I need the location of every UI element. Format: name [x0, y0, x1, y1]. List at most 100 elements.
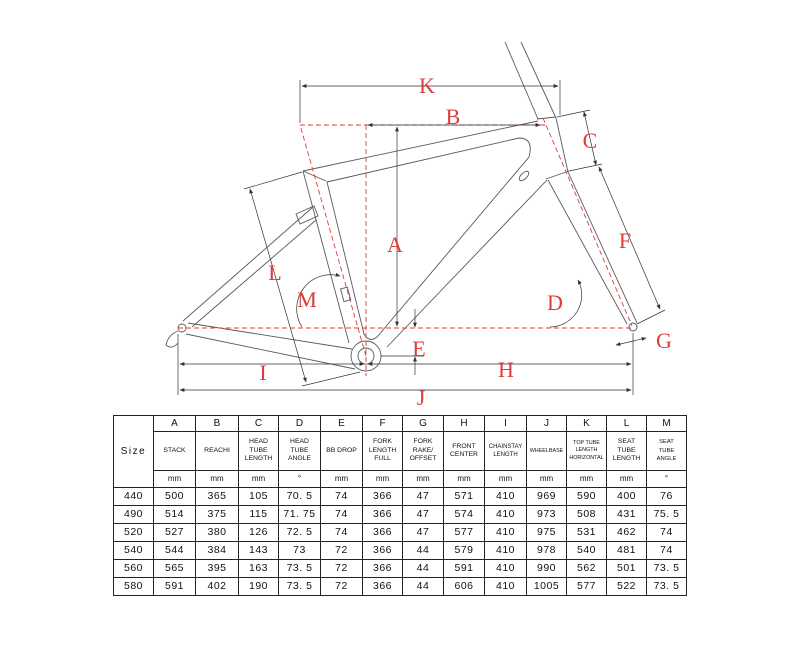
col-desc-k: TOP TUBE LENGTH HORIZONTAL	[566, 431, 607, 471]
cell-m: 73. 5	[646, 559, 687, 578]
cell-l: 462	[606, 523, 647, 542]
dim-label-g: G	[656, 328, 672, 353]
dim-label-e: E	[412, 336, 425, 361]
dim-g	[615, 337, 647, 346]
cell-c: 143	[238, 541, 279, 560]
cell-b: 402	[195, 577, 239, 596]
cell-j: 969	[526, 487, 567, 506]
cell-h: 579	[443, 541, 485, 560]
col-unit-b: mm	[195, 470, 239, 488]
col-letter-g: G	[402, 415, 444, 432]
col-desc-g: FORK RAKE/ OFFSET	[402, 431, 444, 471]
head-tube-cap	[536, 116, 557, 120]
dim-c	[583, 111, 597, 166]
size-cell: 520	[113, 523, 154, 542]
cell-a: 591	[153, 577, 196, 596]
col-desc-a: STACK	[153, 431, 196, 471]
steerer-left-edge	[504, 41, 539, 120]
bottom-bracket-bearing	[357, 347, 375, 365]
cell-i: 410	[484, 541, 527, 560]
cell-j: 990	[526, 559, 567, 578]
reference-lines	[178, 117, 634, 376]
cell-j: 1005	[526, 577, 567, 596]
cell-a: 500	[153, 487, 196, 506]
cell-k: 540	[566, 541, 607, 560]
cell-l: 501	[606, 559, 647, 578]
down-tube-outer-edge	[386, 179, 548, 348]
cell-m: 75. 5	[646, 505, 687, 524]
cell-l: 431	[606, 505, 647, 524]
cell-h: 574	[443, 505, 485, 524]
cell-j: 978	[526, 541, 567, 560]
dim-c-ext-bottom	[568, 163, 603, 172]
cell-c: 105	[238, 487, 279, 506]
col-unit-g: mm	[402, 470, 444, 488]
cell-a: 527	[153, 523, 196, 542]
col-letter-m: M	[646, 415, 687, 432]
col-desc-m: SEAT TUBE ANGLE	[646, 431, 687, 471]
cell-j: 973	[526, 505, 567, 524]
cell-b: 375	[195, 505, 239, 524]
col-letter-i: I	[484, 415, 527, 432]
cell-l: 481	[606, 541, 647, 560]
seat-tube-axis-line	[299, 124, 367, 357]
col-unit-k: mm	[566, 470, 607, 488]
dim-label-f: F	[619, 228, 631, 253]
bottle-cage-mount	[339, 286, 352, 303]
cell-e: 74	[320, 505, 363, 524]
col-unit-h: mm	[443, 470, 485, 488]
col-unit-j: mm	[526, 470, 567, 488]
cell-e: 72	[320, 577, 363, 596]
size-header: Size	[113, 415, 154, 488]
cell-j: 975	[526, 523, 567, 542]
dim-l-ext-bottom	[301, 371, 361, 387]
size-cell: 490	[113, 505, 154, 524]
size-cell: 560	[113, 559, 154, 578]
dim-l	[249, 188, 307, 383]
dim-label-h: H	[498, 357, 514, 382]
dim-label-l: L	[268, 260, 281, 285]
cell-h: 577	[443, 523, 485, 542]
dimension-labels: K B C F D G A L M E I H J	[259, 73, 672, 410]
cell-c: 115	[238, 505, 279, 524]
cell-e: 74	[320, 487, 363, 506]
dim-label-k: K	[419, 73, 435, 98]
dim-d-arc	[549, 279, 583, 328]
cell-g: 47	[402, 487, 444, 506]
col-unit-d: °	[278, 470, 321, 488]
col-letter-k: K	[566, 415, 607, 432]
cell-d: 73. 5	[278, 559, 321, 578]
cell-a: 514	[153, 505, 196, 524]
cell-g: 47	[402, 505, 444, 524]
dim-label-m: M	[297, 287, 317, 312]
cell-f: 366	[362, 577, 403, 596]
cell-g: 44	[402, 577, 444, 596]
frame-geometry-diagram: K B C F D G A L M E I H J	[165, 41, 672, 410]
cell-e: 72	[320, 541, 363, 560]
dim-f	[598, 166, 661, 310]
cell-f: 366	[362, 505, 403, 524]
cell-h: 571	[443, 487, 485, 506]
cell-d: 72. 5	[278, 523, 321, 542]
cell-g: 47	[402, 523, 444, 542]
cell-m: 74	[646, 523, 687, 542]
col-desc-h: FRONT CENTER	[443, 431, 485, 471]
cell-d: 71. 75	[278, 505, 321, 524]
col-letter-a: A	[153, 415, 196, 432]
col-unit-f: mm	[362, 470, 403, 488]
top-tube-top-edge	[302, 120, 539, 172]
cell-c: 163	[238, 559, 279, 578]
cell-i: 410	[484, 577, 527, 596]
dim-c-ext-top	[556, 109, 591, 118]
col-letter-b: B	[195, 415, 239, 432]
cell-a: 544	[153, 541, 196, 560]
dim-label-i: I	[259, 360, 266, 385]
seat-tube-rear-edge	[302, 170, 350, 344]
cell-i: 410	[484, 523, 527, 542]
